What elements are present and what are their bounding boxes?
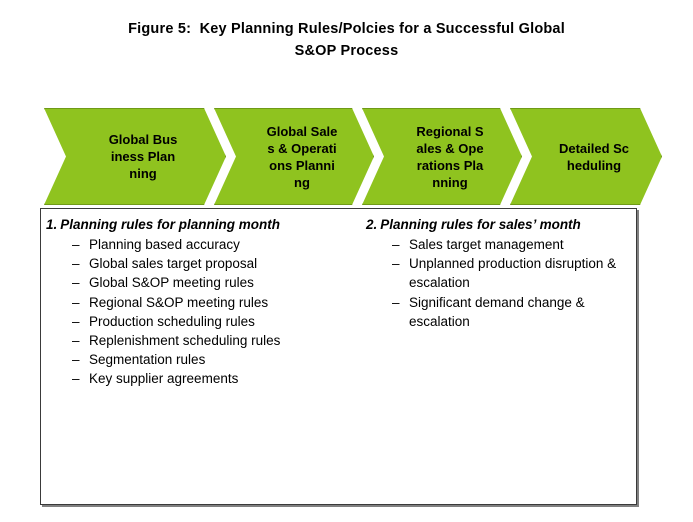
list-item: Key supplier agreements [72,369,366,388]
rules-column-heading: 2.Planning rules for sales’ month [366,215,634,234]
process-step-global-business-planning[interactable]: Global Business Planning [44,108,226,205]
process-step-regional-sales-operations-planning[interactable]: Regional Sales & Operations Planning [362,108,522,205]
list-item: Planning based accuracy [72,235,366,254]
list-item: Segmentation rules [72,350,366,369]
process-step-detailed-scheduling[interactable]: Detailed Scheduling [510,108,662,205]
page-title-line-2: S&OP Process [294,43,399,59]
page-title-line-1: Figure 5: Key Planning Rules/Polcies for… [128,21,565,37]
process-step-label: Detailed Scheduling [558,140,630,173]
list-item: Significant demand change & escalation [392,293,634,331]
list-item: Global S&OP meeting rules [72,273,366,292]
rules-column-number: 2. [366,217,378,232]
rules-column-heading-text: Planning rules for planning month [60,217,281,232]
list-item: Replenishment scheduling rules [72,331,366,350]
process-step-label: Global Sales & Operations Planning [266,123,338,190]
process-flow-diagram: Global Business Planning Global Sales & … [40,108,670,205]
list-item: Global sales target proposal [72,254,366,273]
rules-column-heading-text: Planning rules for sales’ month [380,217,581,232]
rules-column-sales-month: 2.Planning rules for sales’ month Sales … [366,215,634,331]
process-step-label: Regional Sales & Operations Planning [416,123,484,190]
list-item: Sales target management [392,235,634,254]
process-step-global-sales-operations-planning[interactable]: Global Sales & Operations Planning [214,108,374,205]
rules-column-number: 1. [46,217,58,232]
list-item: Regional S&OP meeting rules [72,293,366,312]
rules-list: Planning based accuracy Global sales tar… [46,235,366,389]
list-item: Production scheduling rules [72,312,366,331]
planning-rules-panel: 1.Planning rules for planning month Plan… [40,208,637,505]
rules-list: Sales target management Unplanned produc… [366,235,634,331]
rules-column-heading: 1.Planning rules for planning month [46,215,366,234]
process-step-label: Global Business Planning [108,132,178,181]
rules-column-planning-month: 1.Planning rules for planning month Plan… [46,215,366,389]
page-title: Figure 5: Key Planning Rules/Polcies for… [0,18,693,62]
list-item: Unplanned production disruption & escala… [392,254,634,292]
